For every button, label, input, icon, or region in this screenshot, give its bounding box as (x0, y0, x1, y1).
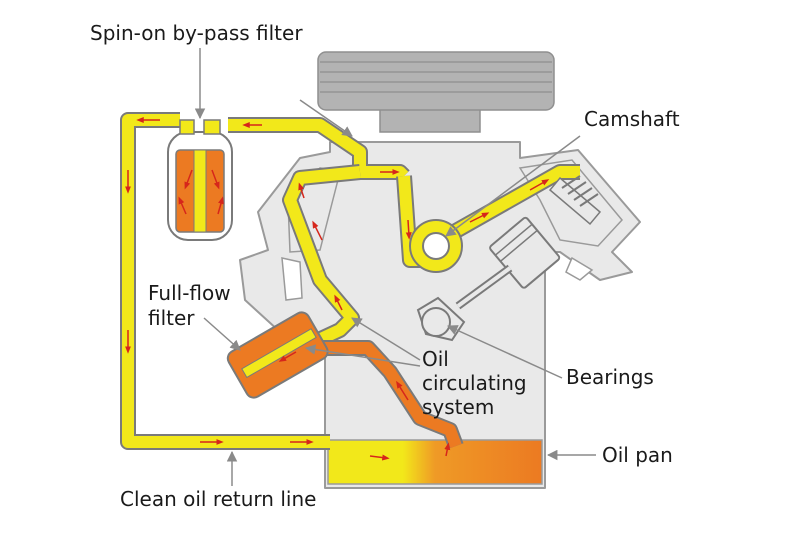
leader-oil-circ-a (351, 317, 421, 361)
leader-bearings (447, 325, 563, 379)
valve-spring (548, 175, 602, 226)
piston (455, 216, 561, 310)
label-camshaft: Camshaft (584, 107, 680, 131)
leader-spin-on-to-engine (299, 99, 353, 137)
leader-full-flow (203, 317, 241, 351)
pulley (317, 51, 555, 133)
label-oil-pan: Oil pan (602, 443, 673, 467)
bypass-filter (167, 119, 233, 241)
leader-oil-circ-b (304, 344, 421, 367)
label-bearings: Bearings (566, 365, 654, 389)
leader-lines (194, 48, 596, 486)
label-oil-circ-1: Oil (422, 347, 449, 371)
label-spin-on-filter: Spin-on by-pass filter (90, 21, 303, 45)
label-full-flow-filter-2: filter (148, 306, 195, 330)
camshaft (409, 219, 463, 273)
label-oil-circ-3: system (422, 395, 494, 419)
flow-arrows (125, 117, 550, 461)
oil-pan (327, 439, 543, 485)
label-return-line: Clean oil return line (120, 487, 316, 511)
full-flow-filter (226, 311, 329, 399)
labels: Spin-on by-pass filter Camshaft Full-flo… (90, 21, 680, 511)
label-oil-circ-2: circulating (422, 371, 527, 395)
leader-camshaft (445, 135, 581, 237)
label-full-flow-filter-1: Full-flow (148, 281, 231, 305)
